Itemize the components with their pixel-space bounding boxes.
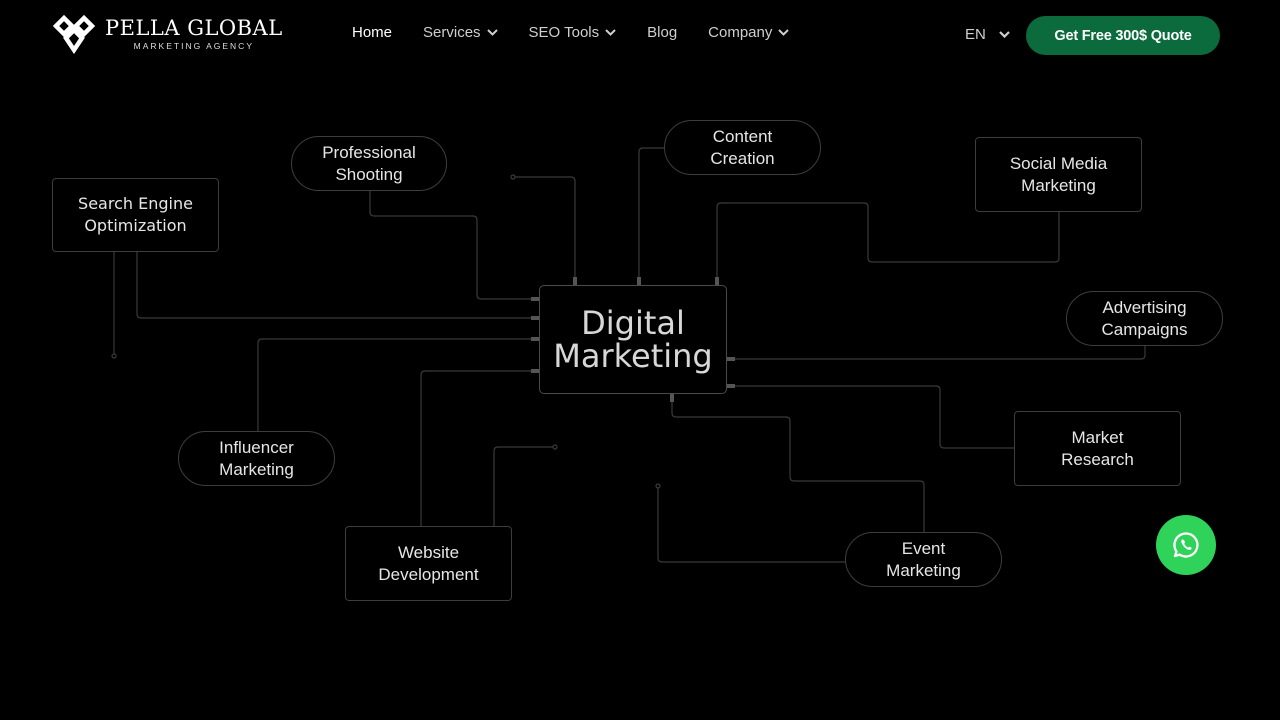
node-advertising-campaigns[interactable]: Advertising Campaigns [1066,291,1223,346]
node-event-marketing[interactable]: Event Marketing [845,532,1002,587]
node-market-research[interactable]: Market Research [1014,411,1181,486]
logo-title: PELLA GLOBAL [105,16,283,40]
chevron-down-icon [486,29,498,36]
language-label: EN [965,26,986,43]
nav-home-label: Home [352,24,393,41]
nav-services[interactable]: Services [423,24,498,41]
get-quote-button[interactable]: Get Free 300$ Quote [1026,16,1220,55]
node-search-engine-optimization[interactable]: Search Engine Optimization [52,178,219,252]
site-header: PELLA GLOBAL MARKETING AGENCY Home Servi… [0,0,1280,70]
node-social-media-marketing[interactable]: Social Media Marketing [975,137,1142,212]
whatsapp-button[interactable] [1156,515,1216,575]
language-selector[interactable]: EN [965,26,1010,43]
whatsapp-icon [1173,532,1199,558]
digital-marketing-hub: Digital Marketing [539,285,727,394]
main-nav: Home Services SEO Tools Blog Company [352,24,820,41]
nav-blog[interactable]: Blog [647,24,677,41]
nav-seo-tools-label: SEO Tools [528,24,600,41]
nav-company[interactable]: Company [708,24,790,41]
logo[interactable]: PELLA GLOBAL MARKETING AGENCY [52,14,283,54]
node-website-development[interactable]: Website Development [345,526,512,601]
nav-seo-tools[interactable]: SEO Tools [529,24,617,41]
nav-services-label: Services [423,24,481,41]
chevron-down-icon [999,31,1010,38]
nav-blog-label: Blog [647,24,678,41]
chevron-down-icon [778,29,790,36]
logo-subtitle: MARKETING AGENCY [133,41,254,51]
nav-home[interactable]: Home [352,24,392,41]
node-content-creation[interactable]: Content Creation [664,120,821,175]
node-professional-shooting[interactable]: Professional Shooting [291,136,447,191]
pella-logo-icon [52,14,96,54]
chevron-down-icon [605,29,616,36]
node-influencer-marketing[interactable]: Influencer Marketing [178,431,335,486]
nav-company-label: Company [708,24,773,41]
